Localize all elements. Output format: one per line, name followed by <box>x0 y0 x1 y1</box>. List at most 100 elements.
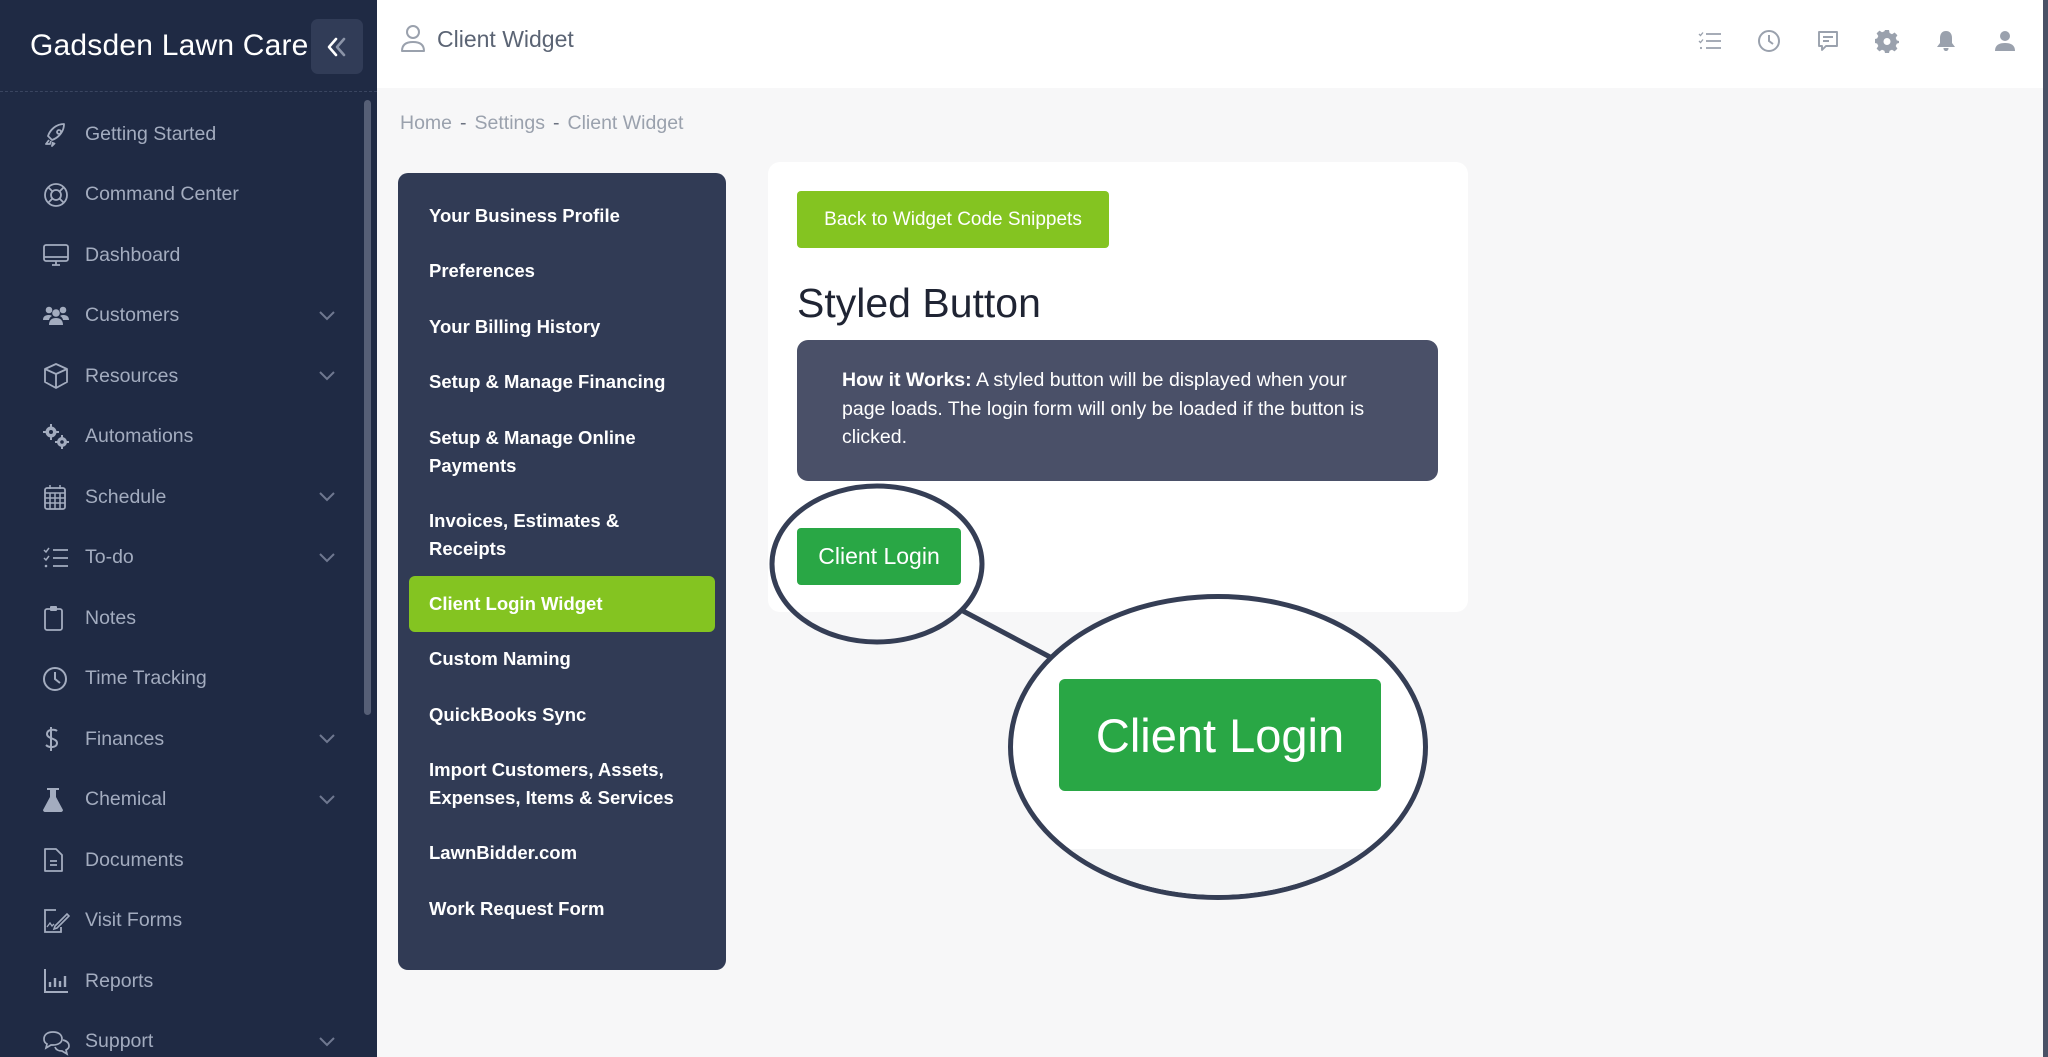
client-login-button[interactable]: Client Login <box>797 528 961 585</box>
user-outline-icon <box>401 25 425 52</box>
sidebar-item-schedule[interactable]: Schedule <box>0 467 377 528</box>
zoom-bubble: Client Login <box>1008 594 1428 900</box>
breadcrumb: Home - Settings - Client Widget <box>400 112 683 135</box>
callout-connector-line <box>961 608 1052 660</box>
settings-item-business-profile[interactable]: Your Business Profile <box>429 204 620 226</box>
sidebar-item-time-tracking[interactable]: Time Tracking <box>0 649 377 710</box>
info-text: A styled button will be displayed when y… <box>842 369 1365 448</box>
sidebar-item-support[interactable]: Support <box>0 1012 377 1057</box>
sidebar-item-label: Support <box>85 1030 154 1053</box>
bell-icon <box>1937 31 1955 51</box>
sidebar-item-label: Finances <box>85 727 165 750</box>
info-label: How it Works: <box>842 369 972 391</box>
profile-button[interactable] <box>1992 28 2018 54</box>
settings-menu: Your Business Profile Preferences Your B… <box>398 173 726 970</box>
sidebar-item-chemical[interactable]: Chemical <box>0 770 377 831</box>
back-to-snippets-button[interactable]: Back to Widget Code Snippets <box>797 191 1109 248</box>
sidebar-item-label: Notes <box>85 606 136 629</box>
bar-chart-icon <box>42 967 72 995</box>
bubble-background <box>1013 849 1423 895</box>
settings-item-online-payments[interactable]: Setup & Manage Online Payments <box>429 426 636 476</box>
sidebar: Gadsden Lawn Care Getting Started Comman… <box>0 0 377 1057</box>
double-chevron-left-icon <box>327 37 346 56</box>
settings-item-client-login-widget[interactable]: Client Login Widget <box>409 576 715 632</box>
settings-item-billing-history[interactable]: Your Billing History <box>429 315 601 337</box>
sidebar-item-customers[interactable]: Customers <box>0 286 377 347</box>
gears-icon <box>42 423 72 451</box>
sidebar-item-command-center[interactable]: Command Center <box>0 165 377 226</box>
sidebar-item-documents[interactable]: Documents <box>0 830 377 891</box>
sidebar-item-label: Getting Started <box>85 122 217 145</box>
sidebar-item-label: Reports <box>85 969 154 992</box>
sidebar-item-visit-forms[interactable]: Visit Forms <box>0 891 377 952</box>
zoomed-client-login-button: Client Login <box>1059 679 1381 791</box>
chevron-down-icon <box>319 311 335 321</box>
settings-button[interactable] <box>1874 28 1900 54</box>
calendar-icon <box>42 483 72 511</box>
notifications-button[interactable] <box>1933 28 1959 54</box>
widget-card: Back to Widget Code Snippets Styled Butt… <box>768 162 1468 612</box>
section-title: Styled Button <box>797 280 1041 326</box>
sidebar-scrollbar[interactable] <box>364 100 371 715</box>
gear-icon <box>1875 30 1899 53</box>
sidebar-item-label: Resources <box>85 364 179 387</box>
sidebar-item-label: Command Center <box>85 183 239 206</box>
time-button[interactable] <box>1756 28 1782 54</box>
window-edge <box>2043 0 2048 1057</box>
collapse-sidebar-button[interactable] <box>311 19 363 74</box>
sidebar-item-label: Chemical <box>85 788 167 811</box>
users-icon <box>42 302 72 330</box>
sidebar-item-reports[interactable]: Reports <box>0 951 377 1012</box>
how-it-works-box: How it Works: A styled button will be di… <box>797 340 1438 481</box>
brand-name: Gadsden Lawn Care <box>30 28 309 62</box>
sidebar-item-label: Automations <box>85 425 194 448</box>
sidebar-item-label: Dashboard <box>85 243 181 266</box>
lifebuoy-icon <box>42 181 72 209</box>
sidebar-item-label: To-do <box>85 546 134 569</box>
document-icon <box>42 846 72 874</box>
todo-button[interactable] <box>1697 28 1723 54</box>
settings-item-import[interactable]: Import Customers, Assets, Expenses, Item… <box>429 759 674 808</box>
chevron-down-icon <box>319 1037 335 1047</box>
breadcrumb-separator: - <box>553 112 560 134</box>
breadcrumb-separator: - <box>460 112 467 134</box>
chevron-down-icon <box>319 795 335 805</box>
sidebar-item-dashboard[interactable]: Dashboard <box>0 225 377 286</box>
sidebar-item-automations[interactable]: Automations <box>0 407 377 468</box>
clipboard-icon <box>42 604 72 632</box>
topbar: Client Widget <box>377 0 2048 88</box>
sidebar-item-label: Visit Forms <box>85 909 183 932</box>
checklist-icon <box>42 544 72 572</box>
breadcrumb-home[interactable]: Home <box>400 112 453 134</box>
sidebar-item-todo[interactable]: To-do <box>0 528 377 589</box>
messages-button[interactable] <box>1815 28 1841 54</box>
sidebar-item-notes[interactable]: Notes <box>0 588 377 649</box>
cube-icon <box>42 362 72 390</box>
dollar-icon <box>42 725 72 753</box>
monitor-icon <box>42 241 72 269</box>
signature-icon <box>42 907 72 935</box>
settings-item-financing[interactable]: Setup & Manage Financing <box>429 371 666 393</box>
settings-item-work-request-form[interactable]: Work Request Form <box>429 897 605 919</box>
clock-icon <box>42 665 72 693</box>
topbar-icons <box>1664 28 2018 54</box>
message-icon <box>1818 31 1838 51</box>
settings-item-preferences[interactable]: Preferences <box>429 260 535 282</box>
settings-item-invoices-estimates-receipts[interactable]: Invoices, Estimates & Receipts <box>429 509 620 559</box>
breadcrumb-settings[interactable]: Settings <box>474 112 545 134</box>
clock-icon <box>1758 30 1780 52</box>
user-icon <box>1995 31 2015 51</box>
sidebar-item-finances[interactable]: Finances <box>0 709 377 770</box>
settings-item-custom-naming[interactable]: Custom Naming <box>429 648 571 670</box>
chevron-down-icon <box>319 553 335 563</box>
sidebar-item-resources[interactable]: Resources <box>0 346 377 407</box>
breadcrumb-current: Client Widget <box>567 112 684 134</box>
sidebar-item-getting-started[interactable]: Getting Started <box>0 104 377 165</box>
checklist-icon <box>1698 32 1721 50</box>
sidebar-item-label: Customers <box>85 304 180 327</box>
sidebar-item-label: Schedule <box>85 485 167 508</box>
settings-item-quickbooks-sync[interactable]: QuickBooks Sync <box>429 703 587 725</box>
sidebar-header: Gadsden Lawn Care <box>0 0 377 92</box>
flask-icon <box>42 786 72 814</box>
settings-item-lawnbidder[interactable]: LawnBidder.com <box>429 842 578 864</box>
